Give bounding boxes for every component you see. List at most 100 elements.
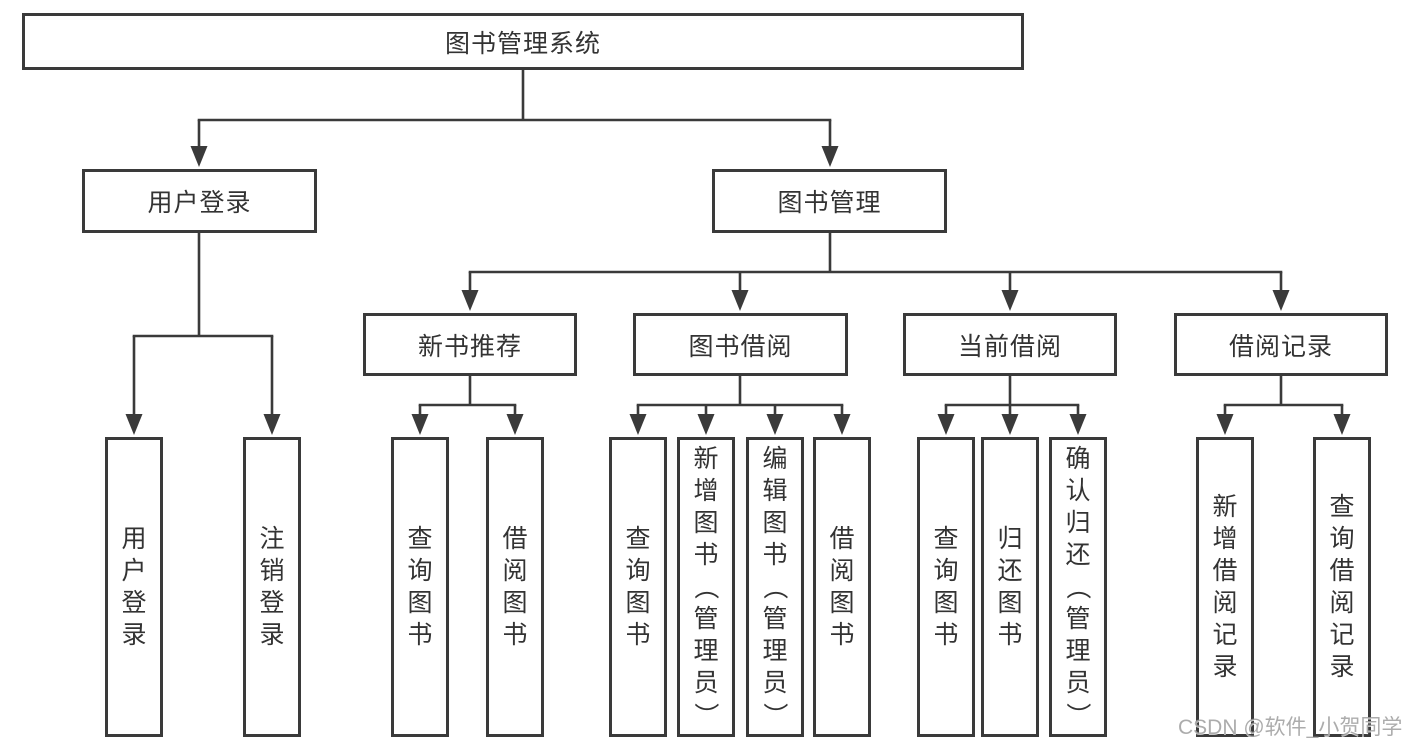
vertical-char: （ (1063, 574, 1092, 600)
node-label: 确认归还（管理员） (1064, 443, 1092, 731)
vertical-char: 图 (933, 589, 959, 617)
node-label: 新增借阅记录 (1212, 491, 1237, 683)
node-label: 图书管理 (777, 189, 882, 217)
arrowhead-icon (1069, 414, 1087, 435)
vertical-char: 书 (693, 541, 719, 569)
vertical-char: 书 (502, 621, 528, 649)
vertical-char: 归 (997, 525, 1023, 553)
vertical-char: 书 (625, 621, 651, 649)
leaf-borrowing-borrow-books: 借阅图书 (813, 437, 871, 737)
node-label: 编辑图书（管理员） (761, 443, 789, 731)
vertical-char: 记 (1212, 621, 1238, 649)
node-label: 用户登录 (147, 189, 252, 217)
arrowhead-icon (821, 146, 839, 167)
vertical-char: 借 (502, 525, 528, 553)
arrowhead-icon (766, 414, 784, 435)
vertical-char: 询 (625, 557, 651, 585)
arrowhead-icon (1216, 414, 1234, 435)
node-borrowing-records: 借阅记录 (1174, 313, 1388, 376)
arrowhead-icon (190, 146, 208, 167)
node-label: 查询图书 (407, 523, 432, 651)
vertical-char: 询 (407, 557, 433, 585)
vertical-char: 书 (997, 621, 1023, 649)
leaf-current-query-books: 查询图书 (917, 437, 975, 737)
vertical-char: 录 (121, 621, 147, 649)
vertical-char: 员 (762, 669, 788, 697)
arrowhead-icon (731, 290, 749, 311)
vertical-char: 书 (829, 621, 855, 649)
node-library-management-system: 图书管理系统 (22, 13, 1024, 70)
node-label: 查询图书 (933, 523, 958, 651)
node-label: 注销登录 (259, 523, 284, 651)
vertical-char: 图 (829, 589, 855, 617)
vertical-char: ） (760, 702, 789, 728)
leaf-borrowing-query-books: 查询图书 (609, 437, 667, 737)
arrowhead-icon (697, 414, 715, 435)
vertical-char: 归 (1065, 509, 1091, 537)
leaf-confirm-return-admin: 确认归还（管理员） (1049, 437, 1107, 737)
vertical-char: 图 (997, 589, 1023, 617)
arrowhead-icon (1001, 290, 1019, 311)
vertical-char: 理 (1065, 637, 1091, 665)
node-label: 当前借阅 (957, 332, 1062, 361)
leaf-user-login: 用户登录 (105, 437, 163, 737)
vertical-char: 管 (762, 605, 788, 633)
vertical-char: 管 (693, 605, 719, 633)
node-label: 借阅图书 (829, 523, 854, 651)
vertical-char: 借 (1212, 557, 1238, 585)
vertical-char: 记 (1329, 621, 1355, 649)
node-label: 图书管理系统 (444, 29, 601, 58)
node-label: 用户登录 (121, 523, 146, 651)
vertical-char: 借 (829, 525, 855, 553)
leaf-query-borrow-record: 查询借阅记录 (1313, 437, 1371, 737)
arrowhead-icon (937, 414, 955, 435)
vertical-char: 询 (933, 557, 959, 585)
vertical-char: 查 (933, 525, 959, 553)
vertical-char: 用 (121, 525, 147, 553)
leaf-return-books: 归还图书 (981, 437, 1039, 737)
vertical-char: 书 (762, 541, 788, 569)
vertical-char: 增 (1212, 525, 1238, 553)
vertical-char: 还 (997, 557, 1023, 585)
leaf-add-books-admin: 新增图书（管理员） (677, 437, 735, 737)
vertical-char: 登 (259, 589, 285, 617)
vertical-char: 销 (259, 557, 285, 585)
arrowhead-icon (263, 414, 281, 435)
vertical-char: 确 (1065, 445, 1091, 473)
vertical-char: 员 (693, 669, 719, 697)
node-label: 归还图书 (997, 523, 1022, 651)
vertical-char: 录 (259, 621, 285, 649)
vertical-char: 管 (1065, 605, 1091, 633)
node-new-book-recommend: 新书推荐 (363, 313, 577, 376)
vertical-char: 查 (625, 525, 651, 553)
node-label: 借阅记录 (1228, 332, 1333, 361)
vertical-char: （ (691, 574, 720, 600)
vertical-char: 图 (693, 509, 719, 537)
arrowhead-icon (506, 414, 524, 435)
vertical-char: 阅 (502, 557, 528, 585)
node-label: 新增图书（管理员） (692, 443, 720, 731)
arrowhead-icon (1333, 414, 1351, 435)
node-label: 图书借阅 (688, 332, 793, 361)
vertical-char: （ (760, 574, 789, 600)
node-book-borrowing: 图书借阅 (633, 313, 848, 376)
vertical-char: 录 (1212, 653, 1238, 681)
vertical-char: 借 (1329, 557, 1355, 585)
vertical-char: 编 (762, 445, 788, 473)
vertical-char: ） (691, 702, 720, 728)
node-user-login: 用户登录 (82, 169, 317, 233)
vertical-char: 理 (762, 637, 788, 665)
vertical-char: 注 (259, 525, 285, 553)
arrowhead-icon (1001, 414, 1019, 435)
vertical-char: 查 (407, 525, 433, 553)
node-label: 查询借阅记录 (1329, 491, 1354, 683)
vertical-char: 员 (1065, 669, 1091, 697)
vertical-char: 录 (1329, 653, 1355, 681)
vertical-char: 阅 (1212, 589, 1238, 617)
vertical-char: ） (1063, 702, 1092, 728)
node-label: 新书推荐 (417, 332, 522, 361)
vertical-char: 询 (1329, 525, 1355, 553)
vertical-char: 登 (121, 589, 147, 617)
vertical-char: 增 (693, 477, 719, 505)
